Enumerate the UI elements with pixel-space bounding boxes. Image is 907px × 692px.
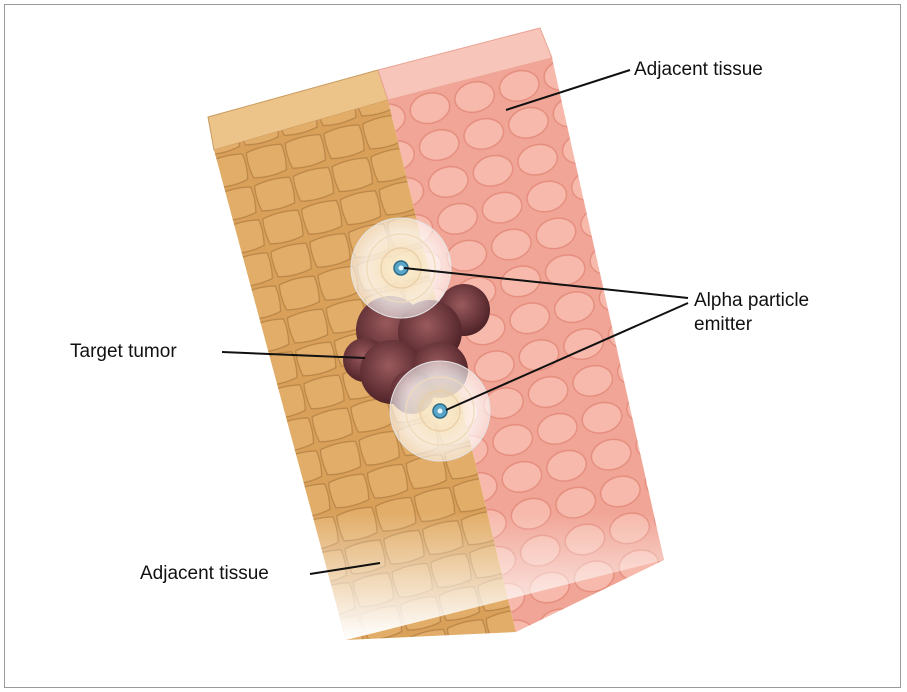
label-alpha-emitter-line2: emitter — [694, 313, 752, 337]
alpha-emitter-upper — [351, 218, 451, 318]
label-adjacent-tissue-top: Adjacent tissue — [634, 58, 763, 82]
label-adjacent-tissue-bottom: Adjacent tissue — [140, 562, 269, 586]
label-alpha-emitter-line1: Alpha particle — [694, 289, 809, 313]
label-target-tumor: Target tumor — [70, 340, 177, 364]
alpha-emitter-lower — [390, 361, 490, 461]
